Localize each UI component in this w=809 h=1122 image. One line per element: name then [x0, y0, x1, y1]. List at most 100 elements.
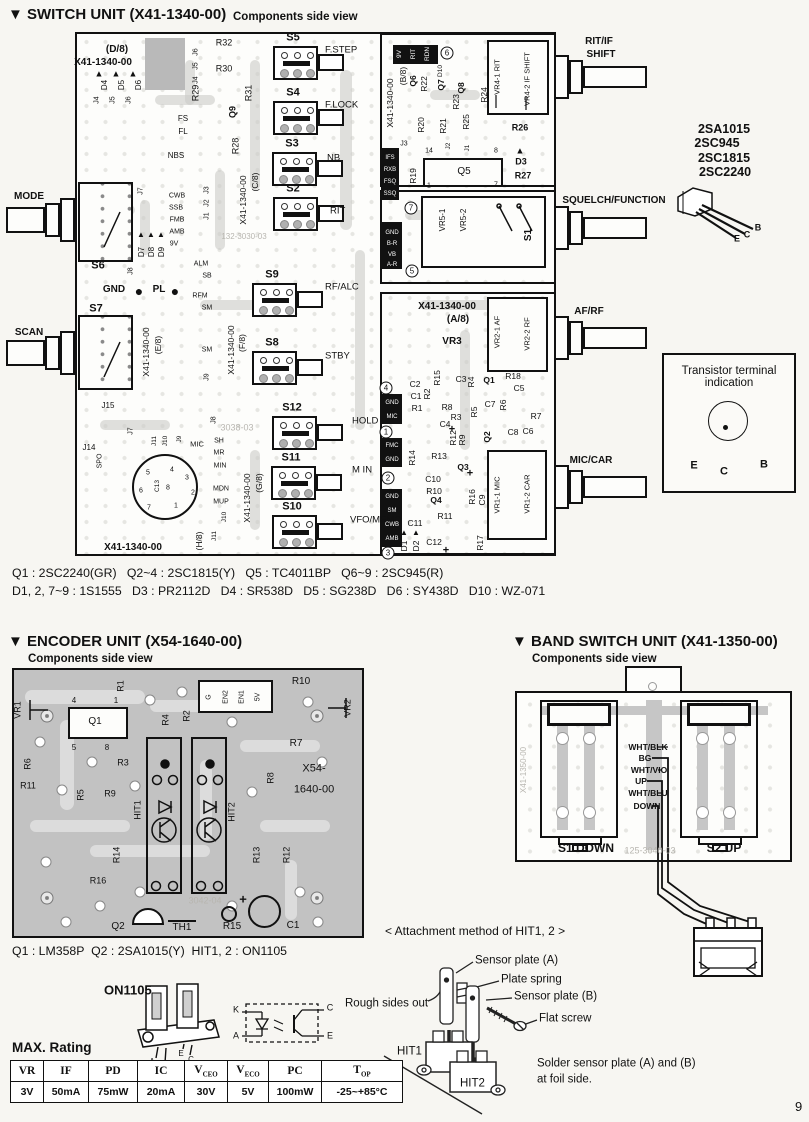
rating-header-cell: VECO — [227, 1060, 269, 1082]
decor — [443, 977, 450, 983]
ref-label: (D/8) — [105, 44, 129, 55]
decor — [723, 732, 736, 745]
decor — [355, 250, 365, 430]
ref-label: D3 — [515, 156, 527, 167]
decor — [516, 203, 522, 209]
switch-contact — [305, 175, 314, 184]
decor — [380, 292, 556, 555]
decor — [696, 806, 709, 819]
ref-label: MR — [213, 449, 225, 457]
package-pin: C — [743, 229, 751, 240]
switch-contact — [292, 439, 301, 448]
switch-s6 — [78, 182, 133, 262]
knob-shaft — [583, 476, 647, 498]
ref-label: Q1 — [483, 374, 495, 385]
switch-contact — [273, 289, 280, 296]
page-number: 9 — [795, 1099, 803, 1114]
ref-label: MIC — [386, 414, 398, 420]
knob-shaft — [6, 340, 45, 366]
ref-label: 4 — [71, 696, 77, 705]
decor — [302, 696, 314, 708]
decor — [29, 700, 48, 720]
switch-actuator — [318, 205, 344, 222]
ref-label: 8 — [166, 484, 170, 492]
knob-base — [554, 206, 569, 250]
ref-label: 9V — [169, 240, 179, 248]
switch-unit-title: ▼ SWITCH UNIT (X41-1340-00) — [8, 6, 227, 23]
rating-value-cell: 50mA — [43, 1081, 89, 1103]
decor — [86, 756, 98, 768]
ref-label: R11 — [20, 780, 36, 791]
ref-label: ▲ — [400, 528, 408, 537]
transistor-type: 2SA1015 — [697, 121, 751, 136]
rating-value-cell: 3V — [10, 1081, 44, 1103]
decor — [432, 1030, 445, 1043]
switch-function-label: F.STEP — [325, 44, 358, 56]
ref-label: + — [442, 544, 450, 557]
ref-label: E — [178, 1049, 184, 1058]
switch-actuator — [318, 109, 344, 126]
switch-contact — [292, 175, 301, 184]
decor — [439, 967, 454, 1025]
decor — [315, 896, 319, 900]
switch-slider-bar — [262, 298, 289, 303]
ref-label: R15 — [222, 921, 242, 932]
switch-contact — [293, 521, 300, 528]
decor — [100, 420, 170, 430]
ref-label: GND — [385, 457, 399, 463]
ref-label: NBS — [167, 151, 185, 160]
ref-label: IFS — [385, 155, 395, 161]
ref-label: J14 — [82, 443, 96, 452]
ref-label: SSB — [168, 204, 184, 212]
decor — [196, 774, 208, 786]
switch-contact — [307, 107, 314, 114]
ref-label: Flat screw — [539, 1012, 592, 1025]
switch-contact — [279, 472, 286, 479]
ref-label: BG — [638, 752, 652, 763]
decor — [242, 1009, 324, 1037]
ref-label: ▲ — [147, 230, 155, 239]
rating-value-cell: 5V — [227, 1081, 269, 1103]
decor — [495, 1087, 501, 1093]
switch-contact — [279, 439, 288, 448]
terminal-pin: E — [690, 459, 698, 472]
switch-body — [272, 416, 317, 450]
ref-label: DOWN — [633, 800, 661, 811]
decor — [134, 886, 146, 898]
ref-label: C2 — [409, 378, 421, 389]
switch-actuator — [317, 523, 343, 540]
switch-contact — [305, 439, 314, 448]
ref-label: X41-1340-00 — [104, 542, 162, 553]
ref-label: R11 — [437, 510, 453, 521]
decor — [456, 987, 468, 998]
rating-value-cell: 20mA — [137, 1081, 185, 1103]
ref-label: + — [448, 423, 456, 436]
switch-body — [272, 152, 317, 186]
ref-label: R30 — [215, 63, 233, 74]
switch-contact — [294, 203, 301, 210]
decor — [647, 780, 732, 925]
ref-label: Solder sensor plate (A) and (B) — [537, 1057, 696, 1070]
switch-contact — [293, 422, 300, 429]
decor — [315, 714, 319, 718]
ref-label: 2 — [191, 489, 195, 497]
ref-label: C8 — [507, 426, 519, 437]
switch-contact — [260, 289, 267, 296]
switch-id-label: S4 — [286, 86, 300, 99]
ref-label: ▲ — [111, 68, 121, 79]
decor — [420, 300, 500, 310]
ref-label: MIN — [213, 462, 227, 470]
band-unit-title: ▼ BAND SWITCH UNIT (X41-1350-00) — [512, 633, 778, 650]
ref-label: ● — [170, 283, 180, 299]
switch-body — [273, 46, 318, 80]
decor — [687, 703, 751, 726]
switch-function-label: VFO/MEMO — [350, 514, 402, 526]
ref-label: MIC — [190, 439, 204, 449]
ref-label: R32 — [215, 37, 233, 48]
switch-slider-bar — [262, 366, 289, 371]
rating-header-cell: VR — [10, 1060, 44, 1082]
max-rating-title: MAX. Rating — [12, 1040, 92, 1055]
switch-body — [273, 101, 318, 135]
